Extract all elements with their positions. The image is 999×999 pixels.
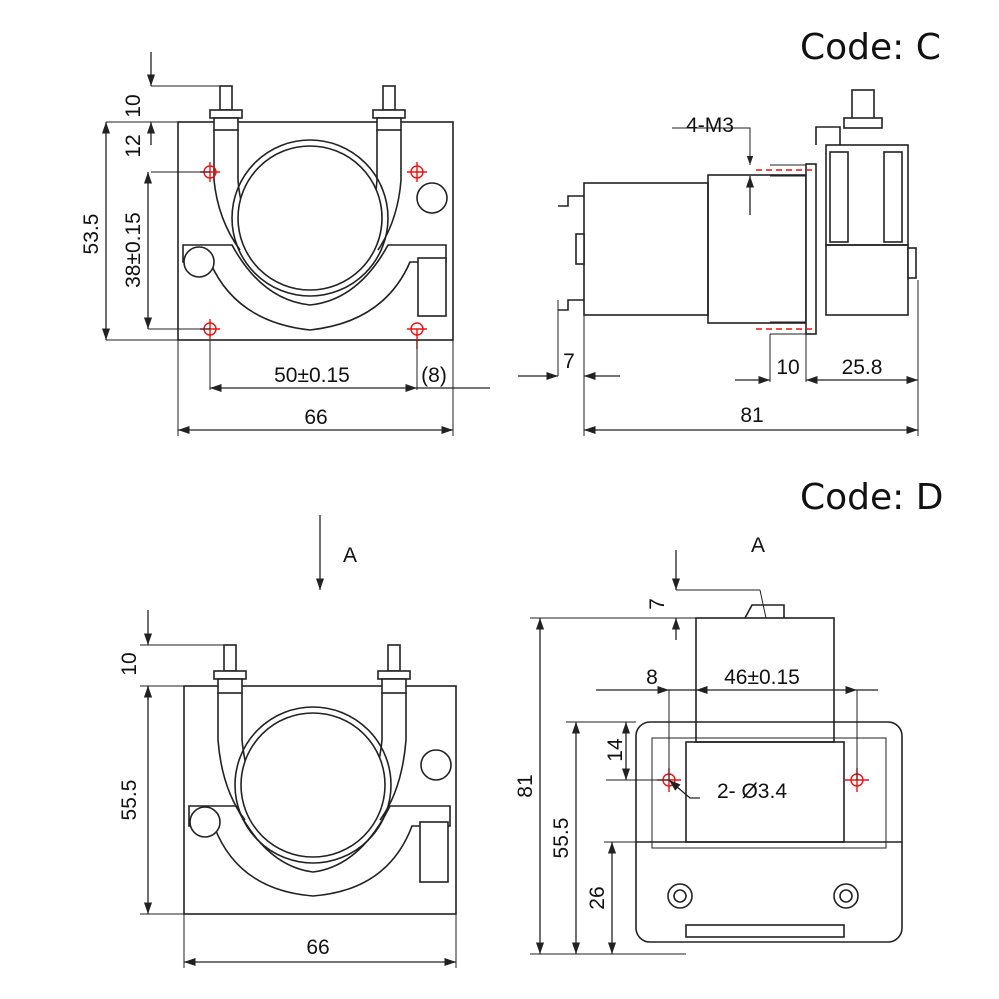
mount-plate-side (805, 163, 817, 335)
dim-d-a-46: 46±0.15 (724, 666, 800, 689)
dim-d-66: 66 (306, 936, 329, 959)
dim-d-a-81: 81 (514, 774, 537, 797)
dim-c-side-7: 7 (563, 350, 575, 373)
dim-c-66: 66 (304, 406, 327, 429)
latch (417, 257, 447, 317)
dim-c-side-25-8: 25.8 (842, 356, 883, 379)
tube-right (377, 130, 402, 251)
tube-left (213, 130, 241, 251)
dim-d-a-55-5: 55.5 (550, 818, 573, 859)
mounting-plate (177, 121, 454, 341)
view-arrow-a-label: A (343, 544, 357, 567)
code-c-label: Code: C (800, 27, 941, 68)
knob-right (416, 182, 448, 214)
motor-body (583, 182, 709, 316)
code-d-front-view (140, 515, 457, 968)
tube-fitting-top (851, 89, 875, 121)
dim-c-4-m3: 4-M3 (686, 114, 734, 137)
rotor-housing (231, 139, 389, 297)
view-a-label: A (751, 534, 765, 557)
dim-c-side-10: 10 (776, 356, 799, 379)
tube-fitting-left (209, 85, 243, 131)
gearbox (707, 174, 807, 324)
tube-fitting-left-d (213, 644, 247, 694)
rotor-d (240, 712, 386, 858)
code-c-side-view (518, 89, 919, 436)
dim-c-53-5: 53.5 (80, 214, 103, 255)
code-d-view-a (530, 550, 903, 955)
dim-d-10: 10 (118, 652, 141, 675)
pump-base (635, 721, 903, 943)
rotor-housing-d (234, 706, 392, 864)
dim-d-a-8: 8 (646, 666, 658, 689)
dim-d-a-14: 14 (604, 738, 627, 762)
saddle-clamp-d (188, 805, 451, 897)
mounting-plate-d (183, 685, 457, 915)
dim-d-55-5: 55.5 (118, 780, 141, 821)
dim-c-8: (8) (421, 364, 447, 387)
dim-c-12: 12 (122, 134, 145, 157)
dim-c-50: 50±0.15 (274, 364, 350, 387)
motor-terminals (558, 195, 584, 311)
tube-fitting-right-d (377, 644, 411, 694)
knob-left (183, 246, 215, 278)
rotor (237, 145, 383, 291)
dim-c-38: 38±0.15 (122, 212, 145, 288)
tube-fitting-right (372, 85, 406, 131)
dim-d-a-hole: 2- Ø3.4 (717, 780, 787, 803)
code-c-front-view (101, 52, 490, 436)
dim-c-10: 10 (122, 94, 145, 117)
dim-c-side-81: 81 (740, 404, 763, 427)
dim-d-a-26: 26 (586, 886, 609, 909)
saddle-clamp (182, 244, 447, 331)
dim-d-a-7: 7 (646, 598, 669, 610)
code-d-label: Code: D (800, 477, 944, 518)
